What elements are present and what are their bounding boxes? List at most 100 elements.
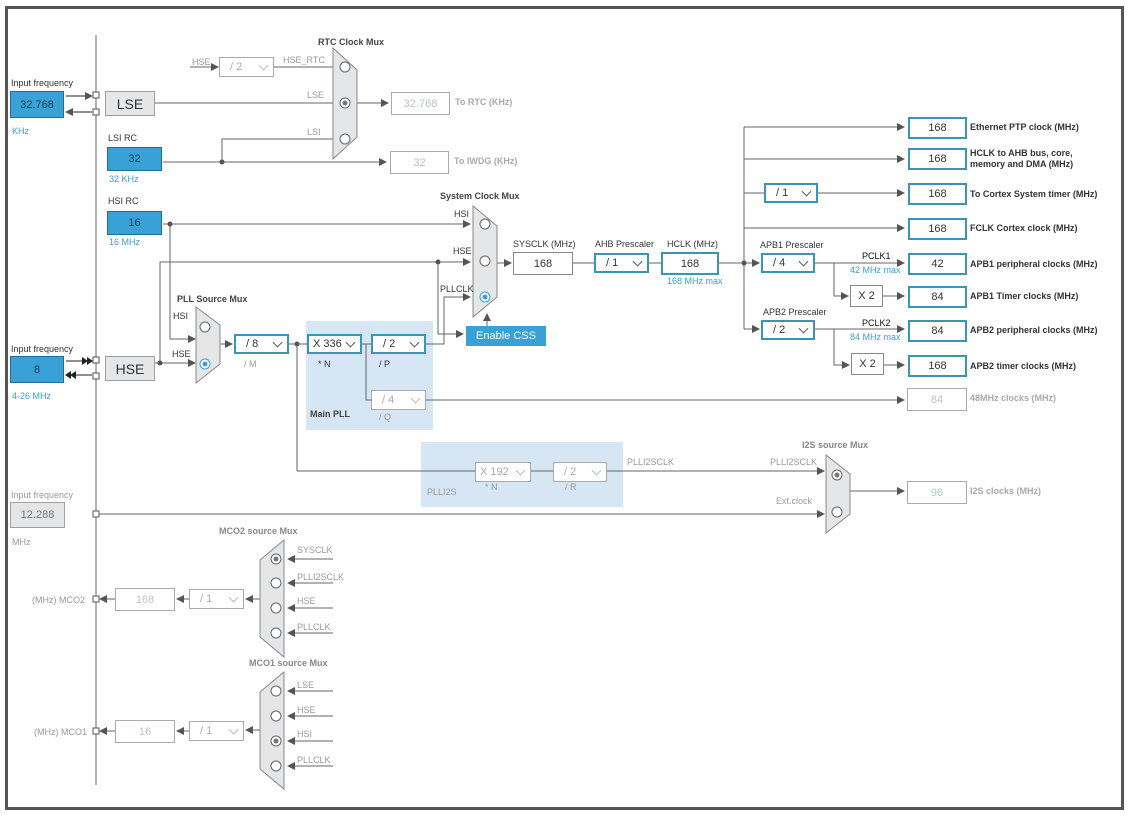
hse-input-frequency[interactable]: 8 [10, 356, 64, 383]
plli2s-n-value: X 192 [480, 466, 509, 478]
ext-input-label: Input frequency [11, 490, 74, 500]
plli2s-r-value: / 2 [564, 466, 577, 478]
output-apb1-timer-label: APB1 Timer clocks (MHz) [970, 291, 1079, 301]
mco1-input-hsi: HSI [297, 729, 313, 739]
output-cortex-timer-label: To Cortex System timer (MHz) [970, 189, 1098, 199]
apb2-prescaler-value: / 2 [773, 324, 786, 336]
pll-n-multiplier-select[interactable]: X 336 [307, 334, 362, 354]
chevron-down-icon [801, 186, 812, 197]
apb1-prescaler-label: APB1 Prescaler [760, 240, 824, 250]
ahb-prescaler-value: / 1 [606, 257, 619, 269]
pll-q-label: / Q [379, 412, 392, 422]
mco2-input-plli2sclk: PLLI2SCLK [297, 572, 345, 582]
sys-input-pllclk: PLLCLK [440, 284, 474, 294]
lse-input-frequency[interactable]: 32.768 [10, 91, 64, 118]
output-48mhz-label: 48MHz clocks (MHz) [970, 393, 1057, 403]
apb1-prescaler-value: / 4 [773, 257, 786, 269]
rtc-input-lsi: LSI [307, 127, 321, 137]
ext-input-frequency[interactable]: 12.288 [10, 502, 65, 528]
mco2-mux-title: MCO2 source Mux [219, 526, 298, 536]
mco1-radio-lse [270, 685, 282, 697]
i2s-input-plli2sclk: PLLI2SCLK [770, 457, 818, 467]
cortex-timer-divider-value: / 1 [776, 187, 789, 199]
chevron-down-icon [228, 724, 239, 735]
mco1-mux-title: MCO1 source Mux [249, 658, 328, 668]
pclk1-max: 42 MHz max [850, 265, 901, 275]
chevron-down-icon [515, 465, 526, 476]
mco2-radio-plli2sclk [270, 577, 282, 589]
pll-p-divider-select[interactable]: / 2 [371, 334, 426, 354]
pll-m-divider-select[interactable]: / 8 [234, 334, 289, 354]
hclk-max: 168 MHz max [667, 276, 723, 286]
hsi-value[interactable]: 16 [107, 211, 162, 235]
lse-unit: KHz [12, 126, 30, 136]
chevron-down-icon [410, 393, 421, 404]
mco1-divider-select[interactable]: / 1 [189, 721, 244, 741]
mco2-input-hse: HSE [297, 596, 316, 606]
pll-m-label: / M [244, 359, 257, 369]
mco1-output-value: 16 [115, 720, 175, 743]
main-pll-title: Main PLL [310, 409, 350, 419]
mco2-divider-select[interactable]: / 1 [189, 589, 244, 609]
hse-input-label: Input frequency [11, 344, 74, 354]
chevron-down-icon [409, 337, 420, 348]
output-apb2-periph-value[interactable]: 84 [908, 320, 967, 342]
output-hclk-ahb-label: HCLK to AHB bus, core, memory and DMA (M… [970, 148, 1074, 169]
chevron-down-icon [272, 337, 283, 348]
lsi-title: LSI RC [108, 133, 138, 143]
hse-block[interactable]: HSE [105, 356, 155, 381]
hse-io-arrows-icon [65, 357, 93, 379]
mco2-mux-body [259, 538, 285, 659]
sys-input-hsi: HSI [454, 209, 470, 219]
rtc-hse-divider-select[interactable]: / 2 [219, 57, 274, 77]
pll-src-input-hse: HSE [172, 349, 191, 359]
sysclk-value[interactable]: 168 [513, 252, 573, 275]
pll-n-value: X 336 [313, 338, 342, 350]
sys-radio-hse [479, 255, 491, 267]
rtc-output-value: 32.768 [391, 92, 450, 115]
pclk2-label: PCLK2 [862, 318, 891, 328]
output-apb1-timer-value[interactable]: 84 [908, 286, 967, 308]
hsi-title: HSI RC [108, 196, 139, 206]
plli2s-r-select[interactable]: / 2 [553, 462, 607, 482]
plli2s-n-select[interactable]: X 192 [475, 462, 531, 482]
lsi-value[interactable]: 32 [107, 147, 162, 171]
cortex-timer-divider-select[interactable]: / 1 [764, 183, 818, 203]
i2s-mux-body [825, 453, 851, 535]
output-cortex-timer-value[interactable]: 168 [908, 183, 967, 205]
hse-unit: 4-26 MHz [12, 391, 52, 401]
mco2-input-pllclk: PLLCLK [297, 622, 331, 632]
sys-radio-hsi [479, 218, 491, 230]
rtc-input-hse-rtc: HSE_RTC [283, 55, 325, 65]
output-fclk-value[interactable]: 168 [908, 218, 967, 240]
apb2-timer-multiplier: X 2 [851, 353, 884, 375]
output-hclk-ahb-value[interactable]: 168 [908, 148, 967, 170]
ahb-prescaler-select[interactable]: / 1 [594, 253, 649, 273]
i2s-output-value: 96 [907, 481, 967, 504]
pll-q-divider-select[interactable]: / 4 [371, 390, 426, 410]
output-apb1-periph-value[interactable]: 42 [908, 253, 967, 275]
mco1-input-lse: LSE [297, 680, 315, 690]
pll-n-label: * N [318, 359, 331, 369]
mco1-radio-pllclk [270, 760, 282, 772]
lse-block[interactable]: LSE [105, 91, 155, 116]
output-ethernet-ptp-value[interactable]: 168 [908, 117, 967, 139]
pll-src-mux-body [195, 306, 221, 385]
apb1-prescaler-select[interactable]: / 4 [761, 253, 815, 273]
mco1-input-hse: HSE [297, 705, 316, 715]
rtc-radio-lsi [339, 133, 351, 145]
output-ethernet-ptp-label: Ethernet PTP clock (MHz) [970, 122, 1079, 132]
output-apb2-timer-label: APB2 timer clocks (MHz) [970, 361, 1077, 371]
sys-input-hse: HSE [453, 246, 472, 256]
hclk-value[interactable]: 168 [661, 252, 719, 275]
output-apb2-timer-value[interactable]: 168 [908, 355, 967, 377]
lsi-unit: 32 KHz [109, 174, 139, 184]
apb2-prescaler-select[interactable]: / 2 [761, 320, 815, 340]
pll-q-value: / 4 [382, 394, 395, 406]
chevron-down-icon [591, 465, 602, 476]
ahb-prescaler-label: AHB Prescaler [595, 239, 655, 249]
mco2-output-value: 168 [115, 588, 175, 611]
enable-css-button[interactable]: Enable CSS [466, 326, 546, 346]
i2s-mux-title: I2S source Mux [802, 440, 869, 450]
